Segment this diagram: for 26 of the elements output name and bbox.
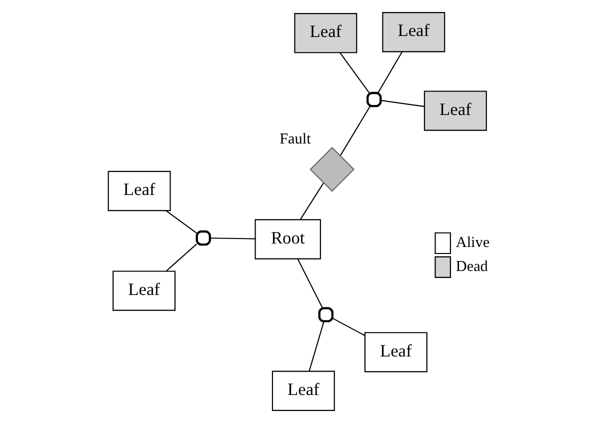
node-label: Fault [279, 130, 310, 148]
node-box [195, 230, 210, 246]
legend-label: Dead [455, 258, 488, 276]
connector [377, 52, 402, 94]
legend-label: Alive [455, 234, 490, 252]
node-box: Leaf [271, 370, 334, 411]
node-cross [309, 146, 354, 192]
connector [296, 258, 322, 308]
node-box: Leaf [364, 332, 427, 372]
connector [210, 238, 255, 240]
connector [339, 106, 370, 156]
node-box: Leaf [382, 12, 445, 52]
connector [299, 182, 324, 220]
node-box: Leaf [294, 13, 357, 54]
connector [339, 52, 370, 94]
connector [380, 100, 424, 107]
connector [332, 318, 364, 336]
node-box: Leaf [107, 170, 170, 212]
node-box: Leaf [423, 90, 486, 131]
node-box [366, 92, 382, 108]
connector [165, 210, 197, 234]
node-box: Leaf [112, 270, 176, 311]
node-box [318, 307, 333, 322]
connector [165, 244, 196, 272]
connector [308, 321, 324, 372]
node-box: Root [254, 219, 320, 260]
